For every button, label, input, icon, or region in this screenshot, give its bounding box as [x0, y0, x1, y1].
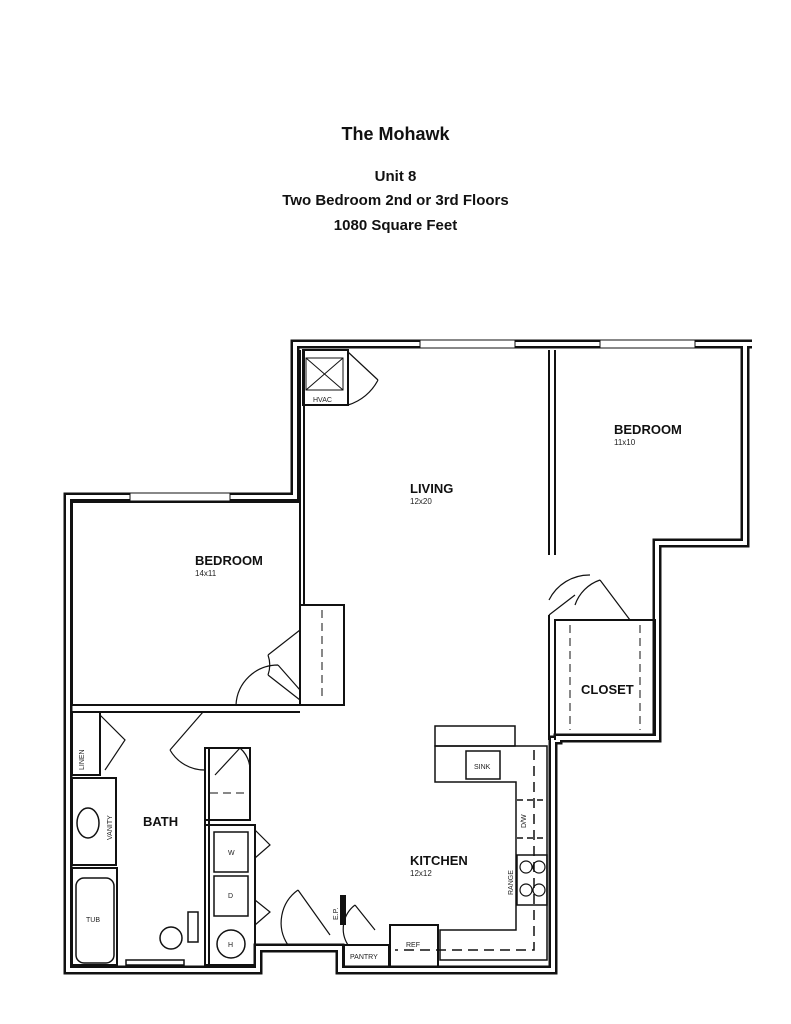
bedroom-right-dims: 11x10 [614, 438, 636, 447]
pantry-label: PANTRY [350, 954, 378, 961]
bath-label: BATH [143, 814, 178, 829]
sink-label: SINK [474, 764, 491, 771]
washer-label: W [228, 850, 235, 857]
unit-area: 1080 Square Feet [333, 217, 458, 234]
hvac-unit [305, 357, 344, 391]
dryer-label: D [228, 893, 233, 900]
bedroom-left-dims: 14x11 [195, 569, 217, 578]
kitchen-counters [395, 725, 548, 961]
plan-title: The Mohawk [341, 124, 450, 144]
living-label: LIVING [410, 481, 453, 496]
kitchen-dims: 12x12 [410, 869, 432, 878]
unit-type: Two Bedroom 2nd or 3rd Floors [282, 192, 509, 209]
windows [129, 339, 696, 502]
vanity-label: VANITY [107, 815, 114, 840]
unit-number: Unit 8 [374, 168, 417, 185]
electrical-panel-label: E.P. [333, 908, 340, 920]
living-dims: 12x20 [410, 497, 432, 506]
range-label: RANGE [508, 870, 515, 895]
dishwasher-label: D/W [521, 814, 528, 828]
bath-fixtures [75, 807, 249, 966]
water-heater-label: H [228, 942, 233, 949]
bedroom-left-label: BEDROOM [195, 553, 263, 568]
bedroom-right-label: BEDROOM [614, 422, 682, 437]
closet-rods [210, 610, 641, 794]
electrical-panel [340, 895, 346, 925]
hvac-label: HVAC [313, 397, 332, 404]
walls-interior [71, 349, 656, 968]
tub-label: TUB [86, 917, 100, 924]
refrigerator-label: REF [406, 942, 420, 949]
linen-label: LINEN [79, 749, 86, 770]
kitchen-label: KITCHEN [410, 853, 468, 868]
range-burners [519, 860, 546, 897]
closet-label: CLOSET [581, 682, 634, 697]
doors [99, 351, 631, 946]
